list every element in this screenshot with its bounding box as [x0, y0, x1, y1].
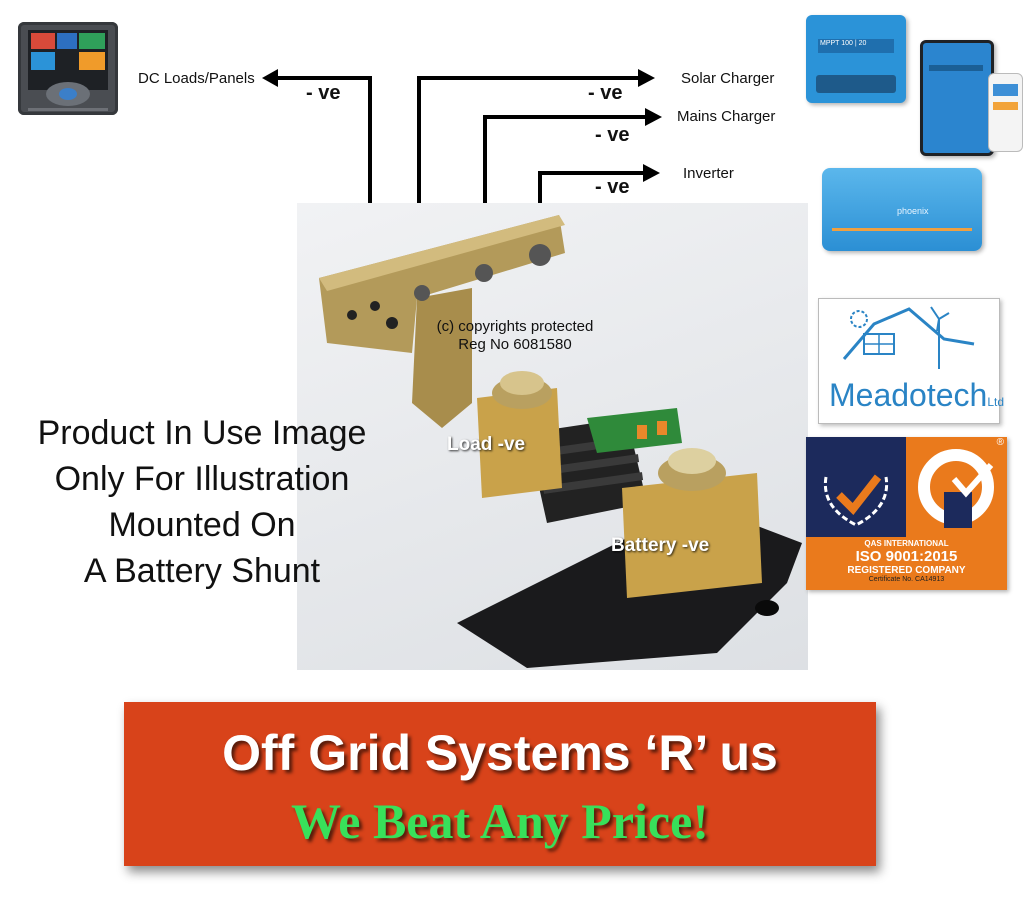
busbar-photo — [297, 203, 808, 670]
illustration-line-3: Mounted On — [108, 506, 296, 544]
neg-label-inverter: - ve — [595, 176, 630, 198]
copyright-line-2: Reg No 6081580 — [458, 336, 572, 353]
illustration-line-1: Product In Use Image — [37, 414, 367, 452]
meadotech-name: Meadotech — [829, 377, 988, 413]
inverter-brand-text: phoenix — [897, 206, 929, 216]
illustration-note: Product In Use Image Only For Illustrati… — [10, 410, 394, 594]
solar-charger-image: MPPT 100 | 20 — [806, 15, 906, 103]
neg-label-mains: - ve — [595, 124, 630, 146]
victron-display-image — [18, 22, 118, 115]
solar-charger-label: Solar Charger — [681, 70, 775, 87]
meadotech-logo: MeadotechLtd — [818, 298, 1004, 424]
meadotech-suffix: Ltd — [987, 395, 1005, 409]
mains-charger-image — [920, 40, 994, 156]
qas-line-1: QAS INTERNATIONAL — [864, 539, 949, 548]
qas-line-4: Certificate No. CA14913 — [868, 576, 945, 583]
dc-loads-arrow — [262, 69, 278, 87]
copyright-line-1: (c) copyrights protected — [436, 318, 594, 335]
qas-iso-badge: ® QAS INTERNATIONAL ISO 9001:2015 REGIST… — [806, 437, 1007, 590]
qas-registered-mark: ® — [996, 437, 1004, 448]
mains-charger-label: Mains Charger — [677, 108, 776, 125]
mains-arrow — [645, 108, 662, 126]
dc-loads-label: DC Loads/Panels — [138, 70, 255, 87]
banner-subtitle: We Beat Any Price! — [291, 793, 709, 849]
copyright-notice: (c) copyrights protected Reg No 6081580 — [400, 318, 630, 354]
load-neg-label: Load -ve — [447, 434, 526, 455]
inverter-image: phoenix — [822, 168, 982, 251]
illustration-line-4: A Battery Shunt — [83, 552, 321, 590]
illustration-line-2: Only For Illustration — [54, 460, 350, 498]
neg-label-solar: - ve — [588, 82, 623, 104]
promo-banner[interactable]: Off Grid Systems ‘R’ us We Beat Any Pric… — [124, 702, 876, 866]
inverter-arrow — [643, 164, 660, 182]
solar-arrow — [638, 69, 655, 87]
solar-model-text: MPPT 100 | 20 — [820, 40, 867, 47]
neg-label-dc: - ve — [306, 82, 341, 104]
battery-neg-label: Battery -ve — [611, 535, 710, 556]
phone-app-image — [988, 73, 1023, 152]
banner-title: Off Grid Systems ‘R’ us — [222, 725, 778, 781]
qas-line-2: ISO 9001:2015 — [855, 548, 958, 565]
inverter-label: Inverter — [683, 165, 734, 182]
qas-line-3: REGISTERED COMPANY — [847, 565, 966, 576]
